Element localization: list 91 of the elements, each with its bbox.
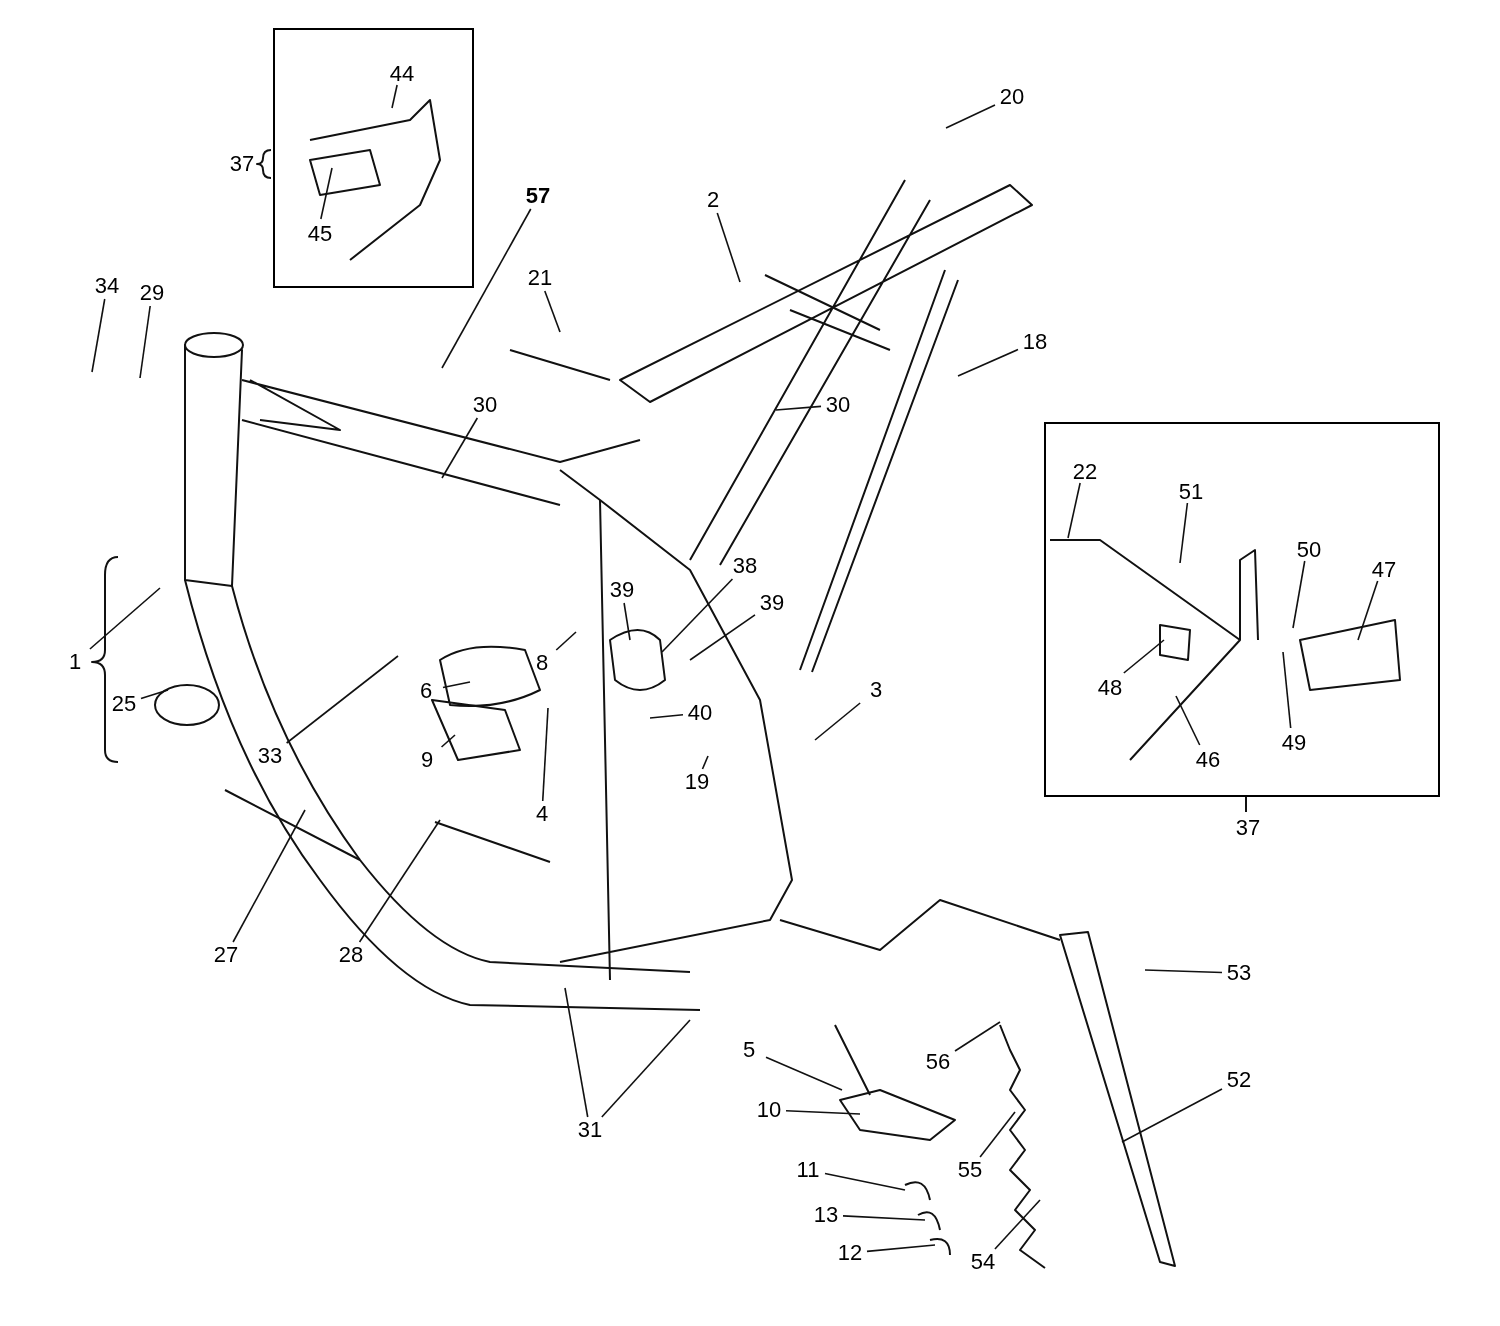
leader-line (649, 713, 684, 719)
callout-number: 39 (607, 579, 637, 601)
callout-number: 31 (575, 1119, 605, 1141)
callout-number: 5 (740, 1039, 758, 1061)
leader-line (1292, 560, 1306, 629)
leader-line (140, 689, 169, 700)
leader-line (1067, 482, 1081, 539)
leader-line (957, 348, 1019, 377)
callout-number: 3 (867, 679, 885, 701)
leader-line (765, 1056, 843, 1091)
leader-line (1144, 969, 1223, 974)
callout-number: 28 (336, 944, 366, 966)
leader-line (285, 655, 399, 744)
leader-line (814, 702, 861, 741)
callout-number: 55 (955, 1159, 985, 1181)
callout-number: 40 (685, 702, 715, 724)
callout-number: 50 (1294, 539, 1324, 561)
leader-line (661, 578, 734, 653)
callout-number: 49 (1279, 732, 1309, 754)
callout-number: 37 (229, 153, 255, 175)
leader-line (994, 1199, 1041, 1250)
leader-line (716, 212, 741, 283)
callout-number: 21 (525, 267, 555, 289)
leader-line (866, 1244, 936, 1253)
callout-number: 39 (757, 592, 787, 614)
callout-number: 20 (997, 86, 1027, 108)
leader-line (1121, 1088, 1223, 1143)
callout-number: 9 (418, 749, 436, 771)
leader-line (139, 305, 151, 379)
leader-line (442, 681, 471, 689)
callout-number: 37 (1235, 817, 1261, 839)
leader-line (623, 602, 631, 641)
callout-number: 19 (682, 771, 712, 793)
leader-line (441, 417, 479, 479)
callout-number: 44 (387, 63, 417, 85)
leader-line (1123, 639, 1165, 674)
leader-line (945, 104, 996, 129)
callout-number: 34 (92, 275, 122, 297)
leader-line (440, 734, 456, 748)
leader-line (541, 707, 549, 802)
callout-number: 45 (305, 223, 335, 245)
leader-line (824, 1172, 906, 1191)
callout-number: 13 (811, 1204, 841, 1226)
callout-number: 51 (1176, 481, 1206, 503)
callout-number: 46 (1193, 749, 1223, 771)
leader-line (701, 755, 709, 770)
leader-line (775, 405, 822, 411)
leader-line (89, 587, 161, 650)
callout-number: 10 (754, 1099, 784, 1121)
leader-line (544, 290, 561, 333)
callout-number: 22 (1070, 461, 1100, 483)
callout-number: 2 (704, 189, 722, 211)
callout-number: 1 (66, 651, 84, 673)
callout-number: 4 (533, 803, 551, 825)
callout-number: 54 (968, 1251, 998, 1273)
leader-line (441, 208, 532, 369)
callout-number: 48 (1095, 677, 1125, 699)
callout-number: 29 (137, 282, 167, 304)
leader-line (1282, 651, 1292, 729)
leader-line (320, 167, 333, 220)
leader-line (1179, 502, 1189, 564)
leader-line (358, 819, 441, 943)
callout-number: 8 (533, 652, 551, 674)
leader-line (232, 809, 306, 943)
callout-number: 57 (523, 185, 553, 207)
leader-line (842, 1215, 926, 1221)
leader-line (979, 1111, 1016, 1158)
callout-number: 12 (835, 1242, 865, 1264)
callout-number: 30 (470, 394, 500, 416)
callout-number: 6 (417, 680, 435, 702)
callout-number: 33 (255, 745, 285, 767)
callout-number: 11 (794, 1159, 822, 1181)
leader-line (601, 1019, 691, 1118)
leader-line (91, 298, 106, 373)
callout-number: 30 (823, 394, 853, 416)
leader-line (1357, 580, 1379, 641)
leader-line (689, 614, 756, 661)
leader-line (954, 1021, 1001, 1052)
leader-line (785, 1109, 861, 1115)
callout-number: 52 (1224, 1069, 1254, 1091)
callout-number: 27 (211, 944, 241, 966)
callout-number: 25 (109, 693, 139, 715)
leader-line (555, 631, 577, 651)
callout-number: 53 (1224, 962, 1254, 984)
callout-number: 18 (1020, 331, 1050, 353)
callout-number: 56 (923, 1051, 953, 1073)
callout-number: 38 (730, 555, 760, 577)
callout-number: 47 (1369, 559, 1399, 581)
leader-line (564, 987, 589, 1118)
leader-line (391, 84, 398, 109)
leader-line (1175, 695, 1201, 746)
